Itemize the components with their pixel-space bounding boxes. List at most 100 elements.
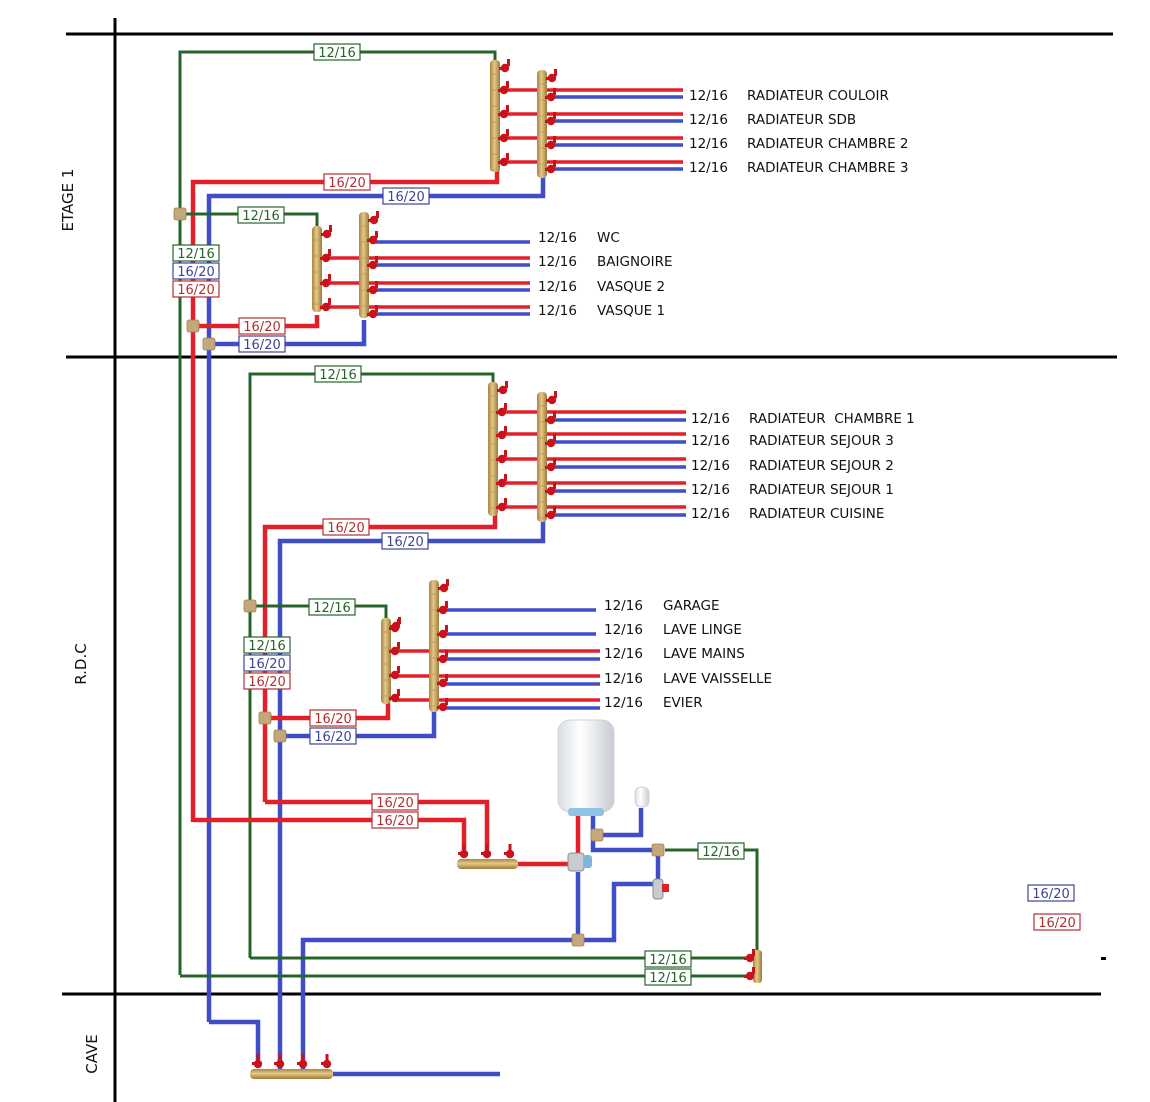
outlet-valve-icon[interactable] <box>389 689 400 703</box>
outlet-valve-icon[interactable] <box>367 305 378 319</box>
outlet-valve-icon[interactable] <box>437 674 448 688</box>
size-tag-text: 12/16 <box>242 209 279 224</box>
outlet-valve-icon[interactable] <box>437 650 448 664</box>
outlet-valve-icon[interactable] <box>545 458 556 472</box>
valve-icon[interactable] <box>481 844 492 859</box>
outlet-valve-icon[interactable] <box>498 153 509 167</box>
outlet-valve-icon[interactable] <box>498 105 509 119</box>
valve-icon[interactable] <box>274 1054 285 1069</box>
rdc-sanitary-loop-pipe <box>250 604 388 620</box>
etage1-riser-tag-hot: 16/20 <box>172 280 220 298</box>
tee-fitting <box>202 337 216 351</box>
outlet-size: 12/16 <box>691 506 730 522</box>
expansion-vessel <box>634 786 650 808</box>
etage1-sanitary-supply-pipe <box>193 315 320 329</box>
outlet-size: 12/16 <box>689 88 728 104</box>
outlet-valve-icon[interactable] <box>545 482 556 496</box>
size-tag-box <box>243 636 291 654</box>
outlet-valve-icon[interactable] <box>320 298 331 312</box>
outlet-valve-icon[interactable] <box>545 136 556 150</box>
outlet-size: 12/16 <box>689 112 728 128</box>
size-tag-text: 16/20 <box>387 190 424 205</box>
outlet-valve-icon[interactable] <box>389 642 400 656</box>
floor-structure <box>62 18 1117 1102</box>
valve-icon[interactable] <box>252 1054 263 1069</box>
size-tag-box <box>243 672 291 690</box>
outlet-valve-icon[interactable] <box>545 411 556 425</box>
outlet-valve-icon[interactable] <box>437 601 448 615</box>
valve-icon[interactable] <box>504 844 515 859</box>
water-heater-group <box>557 719 669 900</box>
outlet-size: 12/16 <box>689 136 728 152</box>
size-tag-text: 16/20 <box>1032 887 1069 902</box>
size-tag-text: 16/20 <box>248 657 285 672</box>
outlet-valve-icon[interactable] <box>545 112 556 126</box>
outlet-name: EVIER <box>663 695 703 711</box>
purge-valve-icon[interactable] <box>438 579 449 593</box>
outlet-valve-icon[interactable] <box>389 666 400 680</box>
hot-feed-pipe <box>193 817 467 850</box>
tee-fitting <box>258 711 272 725</box>
outlet-valve-icon[interactable] <box>496 426 507 440</box>
outlet-valve-icon[interactable] <box>545 160 556 174</box>
outlet-size: 12/16 <box>691 433 730 449</box>
etage1-sanitary-return-pipe <box>209 320 367 347</box>
outlet-valve-icon[interactable] <box>496 403 507 417</box>
outlet-valve-icon[interactable] <box>545 434 556 448</box>
valve-icon[interactable] <box>321 1054 332 1069</box>
outlet-valve-icon[interactable] <box>320 274 331 288</box>
outlet-name: RADIATEUR SDB <box>747 112 856 128</box>
size-tag-text: 16/20 <box>248 675 285 690</box>
outlet-valve-icon[interactable] <box>496 498 507 512</box>
size-tag-box <box>371 793 419 811</box>
etage1-sanitary-hot-manifold <box>312 226 322 312</box>
manifold-body <box>359 212 369 318</box>
outlet-valve-icon[interactable] <box>367 281 378 295</box>
outlet-valve-icon[interactable] <box>437 625 448 639</box>
purge-valve-icon[interactable] <box>546 69 557 83</box>
cold-supply-pipe <box>300 881 653 1075</box>
size-tag-box <box>644 968 692 986</box>
valve-icon[interactable] <box>297 1054 308 1069</box>
purge-valve-icon[interactable] <box>546 391 557 405</box>
size-tag-box <box>172 244 220 262</box>
outlet-size: 12/16 <box>604 646 643 662</box>
outlet-valve-icon[interactable] <box>545 506 556 520</box>
heater-loop-pipe <box>665 848 759 955</box>
purge-valve-icon[interactable] <box>499 59 510 73</box>
size-tag-box <box>322 518 370 536</box>
hot-feed-pipe <box>265 799 490 850</box>
etage1-riser-tag-loop: 12/16 <box>172 244 220 262</box>
outlet-valve-icon[interactable] <box>498 81 509 95</box>
valve-icon[interactable] <box>458 844 469 859</box>
hot-feed-tag: 16/20 <box>371 811 419 829</box>
rdc-sanitary-return-tag: 16/20 <box>309 727 357 745</box>
outlet-valve-icon[interactable] <box>496 474 507 488</box>
size-tag-box <box>381 532 429 550</box>
outlet-valve-icon[interactable] <box>367 231 378 245</box>
size-tag-box <box>1027 884 1075 902</box>
outlet-valve-icon[interactable] <box>498 129 509 143</box>
size-tag-box <box>313 43 361 61</box>
size-tag-box <box>238 317 286 335</box>
valve-icon[interactable] <box>744 967 755 981</box>
outlet-valve-icon[interactable] <box>320 249 331 263</box>
purge-valve-icon[interactable] <box>497 381 508 395</box>
rdc-riser-tag-loop: 12/16 <box>243 636 291 654</box>
size-tag-text: 12/16 <box>649 953 686 968</box>
outlet-valve-icon[interactable] <box>545 88 556 102</box>
outlet-valve-icon[interactable] <box>367 256 378 270</box>
purge-valve-icon[interactable] <box>368 211 379 225</box>
outlet-valve-icon[interactable] <box>389 619 400 633</box>
outlet-valve-icon[interactable] <box>496 450 507 464</box>
rdc-sanitary-supply-pipe <box>265 703 391 721</box>
purge-valve-icon[interactable] <box>321 225 332 239</box>
size-tag-text: 12/16 <box>702 845 739 860</box>
rdc-sanitary-supply-tag: 16/20 <box>309 709 357 727</box>
size-tag-box <box>371 811 419 829</box>
valve-icon[interactable] <box>744 949 755 963</box>
loop-return-collector <box>753 950 762 983</box>
rdc-radiator-return-manifold <box>537 392 547 522</box>
rdc-sanitary-cold-manifold <box>429 580 439 712</box>
outlet-valve-icon[interactable] <box>437 698 448 712</box>
